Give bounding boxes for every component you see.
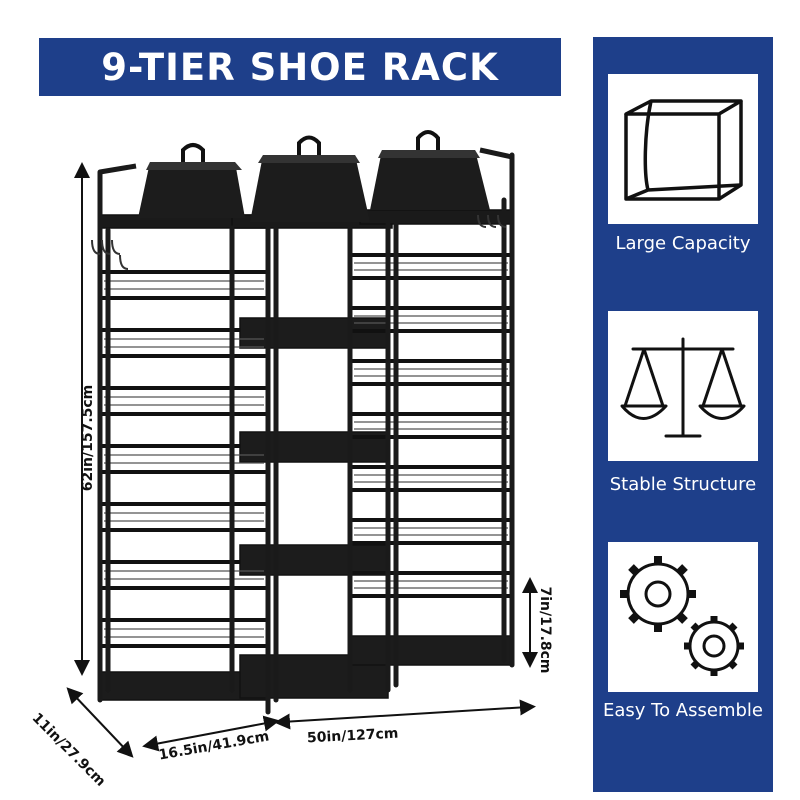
feature-label-stable: Stable Structure bbox=[609, 474, 757, 495]
page-title: 9-TIER SHOE RACK bbox=[101, 45, 499, 89]
tier-gap-label: 7in/17.8cm bbox=[537, 586, 553, 674]
column-width-arrow bbox=[142, 715, 280, 752]
feature-card-stable bbox=[608, 311, 758, 461]
middle-column-shelves bbox=[231, 214, 393, 699]
cube-icon bbox=[624, 99, 743, 201]
feature-card-capacity bbox=[608, 74, 758, 224]
right-column-shelves bbox=[348, 209, 514, 666]
feature-card-assemble bbox=[608, 542, 758, 692]
side-hooks bbox=[91, 214, 507, 270]
title-banner: 9-TIER SHOE RACK bbox=[39, 38, 561, 96]
gears-icon bbox=[620, 556, 744, 676]
feature-label-assemble: Easy To Assemble bbox=[602, 700, 763, 721]
hat-middle bbox=[250, 135, 370, 222]
hat-left bbox=[138, 143, 245, 218]
depth-arrow bbox=[66, 687, 134, 758]
rack-poles bbox=[97, 152, 515, 715]
balance-scale-icon bbox=[620, 337, 746, 438]
height-label: 62in/157.5cm bbox=[80, 384, 96, 492]
feature-label-capacity: Large Capacity bbox=[615, 233, 751, 254]
total-width-arrow bbox=[274, 699, 536, 730]
top-handles bbox=[99, 147, 513, 175]
hat-right bbox=[370, 130, 490, 210]
shelf-rods bbox=[104, 262, 508, 638]
